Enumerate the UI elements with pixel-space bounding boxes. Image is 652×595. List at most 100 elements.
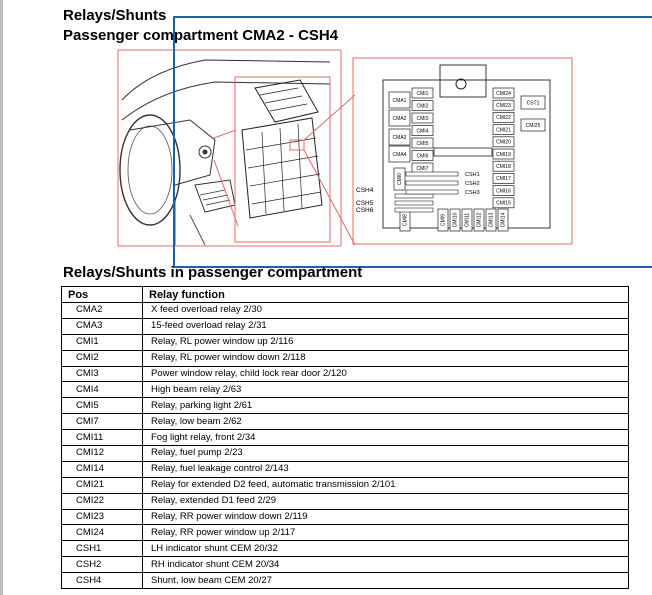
relay-slot [461,208,473,232]
relay-function: X feed overload relay 2/30 [142,302,629,319]
header-relay-function: Relay function [142,286,629,303]
relay-slot [411,87,434,99]
diagram-subtitle: Passenger compartment CMA2 - CSH4 [63,27,339,44]
shunt-label: CSH4 [356,187,374,194]
relay-slot-label: CMI12 [477,212,483,227]
relay-function: Shunt, low beam CEM 20/27 [142,572,629,590]
relay-slot [492,124,515,135]
relay-slot [492,185,515,196]
relay-slot [411,137,434,149]
relay-slot [492,173,515,184]
relay-function: RH indicator shunt CEM 20/34 [142,556,629,574]
relay-slot-label: CMI16 [496,188,511,194]
relay-position: CSH2 [61,556,143,574]
relay-slot [492,197,515,209]
relay-position: CMI21 [61,476,143,494]
relay-slot-label: CMI17 [496,176,511,182]
relay-slot-label: CMI14 [501,212,507,227]
relay-slot [411,112,434,124]
relay-slot [492,112,515,123]
relay-position: CMI5 [61,397,143,415]
relay-function: High beam relay 2/63 [142,381,629,399]
relay-slot [492,87,515,99]
relay-slot [485,208,497,232]
shunt-label: CSH6 [356,207,374,214]
relay-slot-label: CMA3 [393,135,407,141]
relay-slot-label: CMI21 [496,127,511,133]
relay-function: 15-feed overload relay 2/31 [142,317,629,335]
relay-slot [388,91,411,109]
relay-slot-label: CMI15 [496,201,511,207]
relay-slot [411,125,434,136]
relay-function: Relay for extended D2 feed, automatic tr… [142,476,629,494]
relay-function: Power window relay, child lock rear door… [142,365,629,383]
relay-slot-label: CMI1 [417,91,429,97]
relay-slot [492,160,515,172]
relay-location-diagram: CMA1CMA2CMA3CMA4CMI1CMI2CMI3CMI4CMI5CMI6… [117,49,573,247]
relay-slot-label: CMI19 [496,152,511,158]
relay-position: CMI23 [61,508,143,526]
relay-slot-label: CMI3 [417,116,429,122]
fuse-block-illustration [234,76,356,246]
relay-function: Relay, fuel pump 2/23 [142,445,629,462]
shunt-label: CSH1 [465,172,480,178]
relay-slot [437,208,449,232]
section-heading: Relays/Shunts [63,7,167,24]
shunt-slot [405,171,459,177]
shunt-label: CSH2 [465,181,480,187]
relay-slot-label: CMI18 [496,164,511,170]
table-title: Relays/Shunts in passenger compartment [63,264,363,281]
relay-function: Relay, RL power window down 2/118 [142,349,629,367]
relay-slot [411,100,434,111]
shunt-slot [394,193,434,199]
relay-slot [393,167,406,191]
relay-slot [492,148,515,160]
relay-slot-label: CMI20 [496,140,511,146]
header-pos: Pos [61,286,143,303]
relay-slot [492,99,515,111]
relay-function: Relay, RR power window down 2/119 [142,508,629,526]
relay-position: CMI1 [61,333,143,351]
relay-function: Relay, low beam 2/62 [142,413,629,431]
relay-slot [449,208,461,232]
table-header-row: Pos Relay function [61,286,629,303]
relay-slot-label: CMI11 [465,213,471,228]
relay-position: CMI11 [61,429,143,447]
relay-position: CMI14 [61,460,143,478]
relay-slot [388,128,411,146]
relay-function: Relay, RL power window up 2/116 [142,333,629,351]
relay-slot [411,150,434,161]
shunt-slot [394,200,434,206]
relay-slot-label: CMI8 [403,214,409,226]
relay-slot [473,208,485,232]
relay-position: CMI24 [61,524,143,542]
relay-slot [520,118,546,132]
relay-slot-label: CMI6 [417,153,429,159]
relay-slot-label: CMI23 [496,103,511,109]
relay-slot [492,136,515,148]
relay-slot [388,109,411,127]
relay-position: CMI12 [61,445,143,462]
relay-position: CMI7 [61,413,143,431]
relay-function: Relay, fuel leakage control 2/143 [142,460,629,478]
relay-slot [497,208,509,232]
shunt-slot [405,180,459,186]
relay-position: CMA3 [61,317,143,335]
relay-function: Relay, extended D1 feed 2/29 [142,492,629,510]
